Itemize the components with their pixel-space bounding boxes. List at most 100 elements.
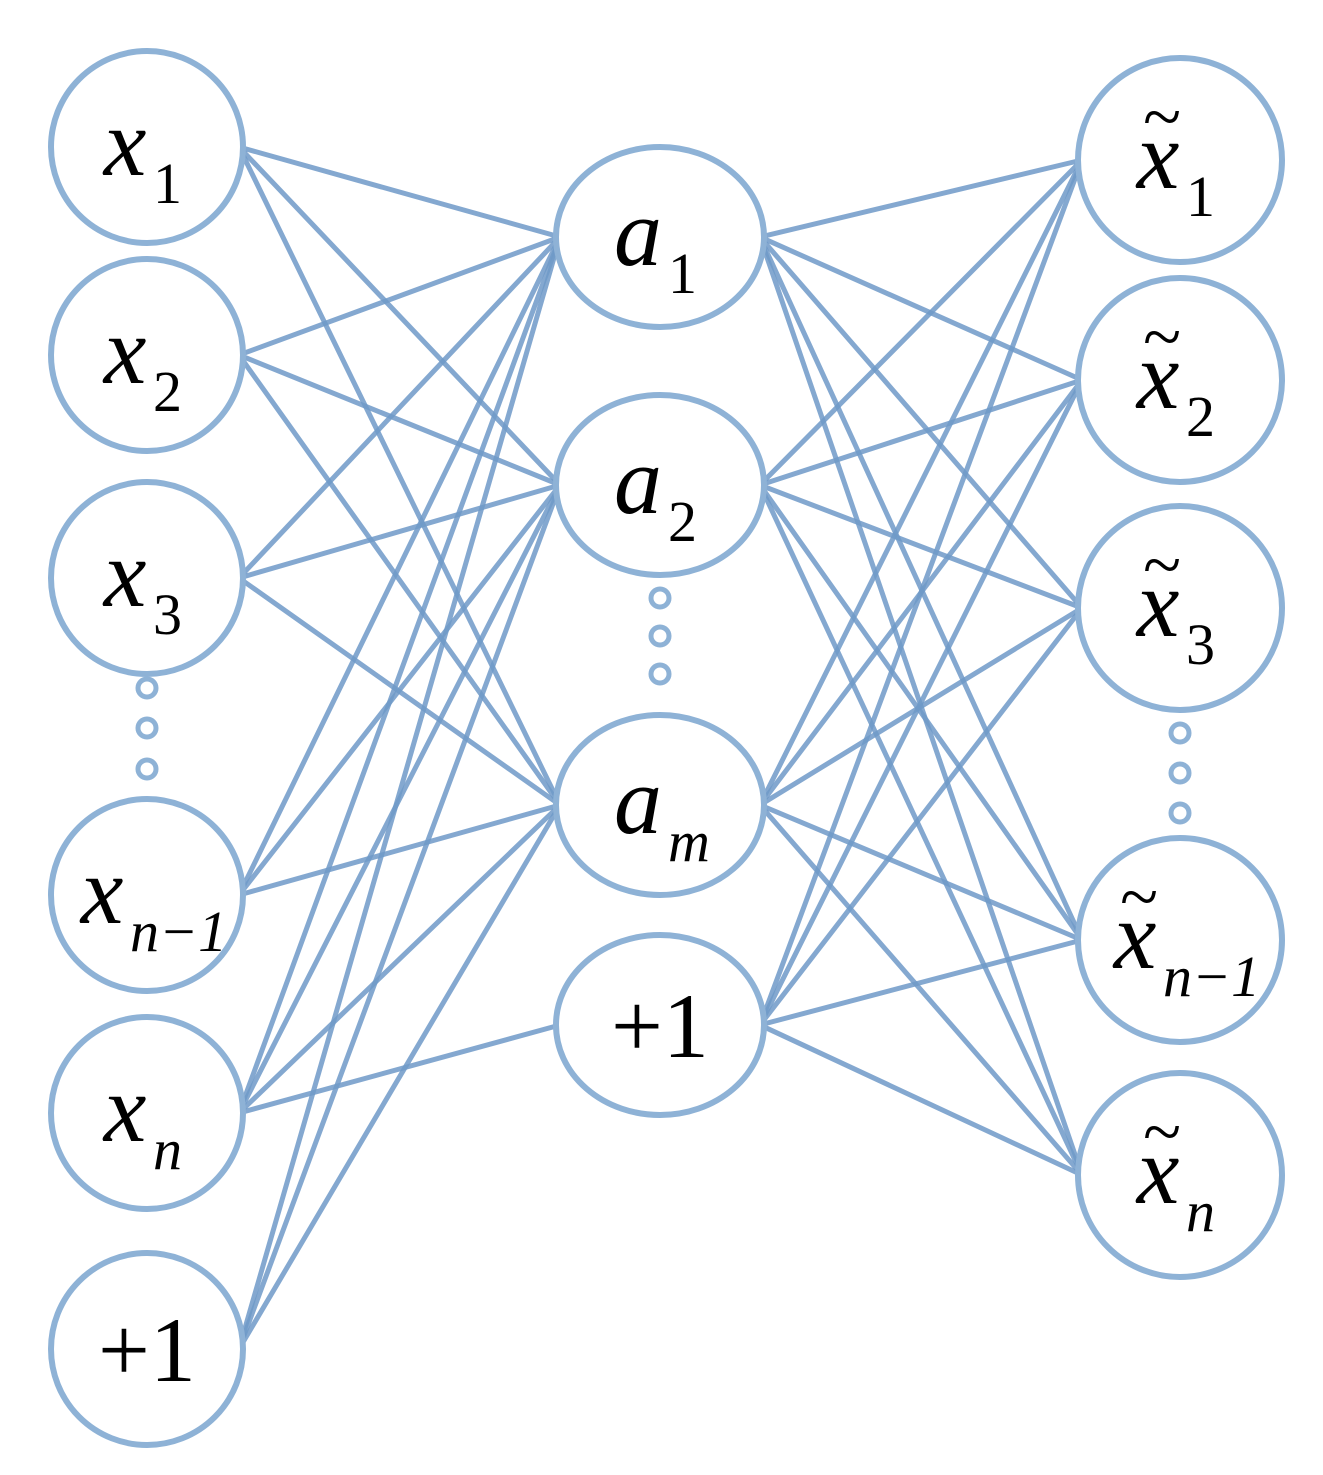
edge-x1-a1 bbox=[236, 144, 563, 240]
input-ellipsis-dot-1 bbox=[135, 676, 159, 700]
node-circle bbox=[553, 932, 767, 1118]
node-label-sub: 3 bbox=[1186, 612, 1215, 677]
edge-a2-y1 bbox=[757, 157, 1085, 488]
node-label-main: x bbox=[102, 1055, 147, 1162]
tilde-accent: ~ bbox=[1143, 79, 1181, 156]
node-label-main: x bbox=[1135, 102, 1180, 209]
node-label-sub: 1 bbox=[1186, 164, 1215, 229]
node-circle bbox=[553, 392, 767, 578]
node-bias_in: +1 bbox=[48, 1250, 246, 1448]
node-circle bbox=[48, 48, 246, 246]
edge-x2-a1 bbox=[236, 234, 563, 358]
node-label-sub: 3 bbox=[153, 582, 182, 647]
connection-edges bbox=[236, 144, 1085, 1352]
edge-am-yn bbox=[757, 802, 1085, 1178]
edge-xn-bias_hidden bbox=[236, 1022, 563, 1116]
node-yn: x~n bbox=[1075, 1070, 1285, 1280]
node-label-main: +1 bbox=[611, 975, 709, 1077]
edge-x2-am bbox=[236, 352, 563, 808]
node-circle bbox=[48, 1014, 246, 1212]
edge-bias_hidden-y1 bbox=[757, 157, 1085, 1028]
edge-a1-y1 bbox=[757, 157, 1085, 240]
tilde-accent: ~ bbox=[1143, 527, 1181, 604]
edge-a2-yn1 bbox=[757, 482, 1085, 943]
node-label-main: x bbox=[1135, 550, 1180, 657]
node-label-sub: n bbox=[1186, 1179, 1215, 1244]
node-label-sub: 2 bbox=[153, 359, 182, 424]
edge-am-yn1 bbox=[757, 802, 1085, 943]
edge-x1-am bbox=[236, 144, 563, 808]
node-label-sub: 2 bbox=[668, 489, 697, 554]
node-label-main: x bbox=[102, 520, 147, 627]
node-circle bbox=[1075, 835, 1285, 1045]
node-circle bbox=[1075, 1070, 1285, 1280]
edge-x2-a2 bbox=[236, 352, 563, 488]
input-ellipsis-dot-3 bbox=[135, 757, 159, 781]
tilde-accent: ~ bbox=[1120, 859, 1158, 936]
node-label-main: x bbox=[1112, 882, 1157, 989]
edge-xn-am bbox=[236, 802, 563, 1116]
hidden-ellipsis-dot-2 bbox=[648, 624, 672, 648]
node-circle bbox=[48, 796, 246, 994]
edge-a2-y3 bbox=[757, 482, 1085, 611]
node-circle bbox=[1075, 55, 1285, 265]
hidden-ellipsis-dot-1 bbox=[648, 586, 672, 610]
edge-bias_in-am bbox=[236, 802, 563, 1352]
output-ellipsis-dot-2 bbox=[1168, 761, 1192, 785]
node-circle bbox=[48, 479, 246, 677]
node-label-sub: n−1 bbox=[1163, 944, 1260, 1009]
node-label-main: x bbox=[1135, 322, 1180, 429]
node-circle bbox=[1075, 275, 1285, 485]
node-circle bbox=[553, 712, 767, 898]
node-yn1: x~n−1 bbox=[1075, 835, 1285, 1045]
tilde-accent: ~ bbox=[1143, 299, 1181, 376]
node-y1: x~1 bbox=[1075, 55, 1285, 265]
hidden-ellipsis-dot-3 bbox=[648, 662, 672, 686]
ellipsis-dots bbox=[135, 586, 1192, 825]
node-label-main: +1 bbox=[98, 1299, 196, 1401]
node-label-main: x bbox=[102, 89, 147, 196]
node-circle bbox=[1075, 503, 1285, 713]
node-bias_hidden: +1 bbox=[553, 932, 767, 1118]
edge-bias_in-a2 bbox=[236, 482, 563, 1352]
node-y2: x~2 bbox=[1075, 275, 1285, 485]
edge-x1-a2 bbox=[236, 144, 563, 488]
node-circle bbox=[48, 256, 246, 454]
edge-am-y1 bbox=[757, 157, 1085, 808]
node-label-sub: n bbox=[153, 1117, 182, 1182]
edge-xn1-a1 bbox=[236, 234, 563, 898]
edge-xn1-am bbox=[236, 802, 563, 898]
output-ellipsis-dot-1 bbox=[1168, 721, 1192, 745]
node-y3: x~3 bbox=[1075, 503, 1285, 713]
node-label-sub: n−1 bbox=[130, 899, 227, 964]
node-label-main: a bbox=[614, 427, 662, 534]
edge-bias_hidden-yn bbox=[757, 1022, 1085, 1178]
node-label-main: x bbox=[79, 837, 124, 944]
output-ellipsis-dot-3 bbox=[1168, 801, 1192, 825]
edge-bias_hidden-y3 bbox=[757, 605, 1085, 1028]
edge-x3-a2 bbox=[236, 482, 563, 581]
edge-a1-y3 bbox=[757, 234, 1085, 611]
tilde-accent: ~ bbox=[1143, 1094, 1181, 1171]
edge-bias_hidden-yn1 bbox=[757, 937, 1085, 1028]
edge-bias_hidden-y2 bbox=[757, 377, 1085, 1028]
edge-a1-y2 bbox=[757, 234, 1085, 383]
node-label-sub: 2 bbox=[1186, 384, 1215, 449]
edge-a2-y2 bbox=[757, 377, 1085, 488]
node-label-main: a bbox=[614, 179, 662, 286]
node-label-main: x bbox=[1135, 1117, 1180, 1224]
node-label-sub: m bbox=[668, 809, 710, 874]
node-label-main: a bbox=[614, 747, 662, 854]
node-circle bbox=[553, 144, 767, 330]
edge-xn-a1 bbox=[236, 234, 563, 1116]
edge-xn1-a2 bbox=[236, 482, 563, 898]
edge-bias_in-a1 bbox=[236, 234, 563, 1352]
